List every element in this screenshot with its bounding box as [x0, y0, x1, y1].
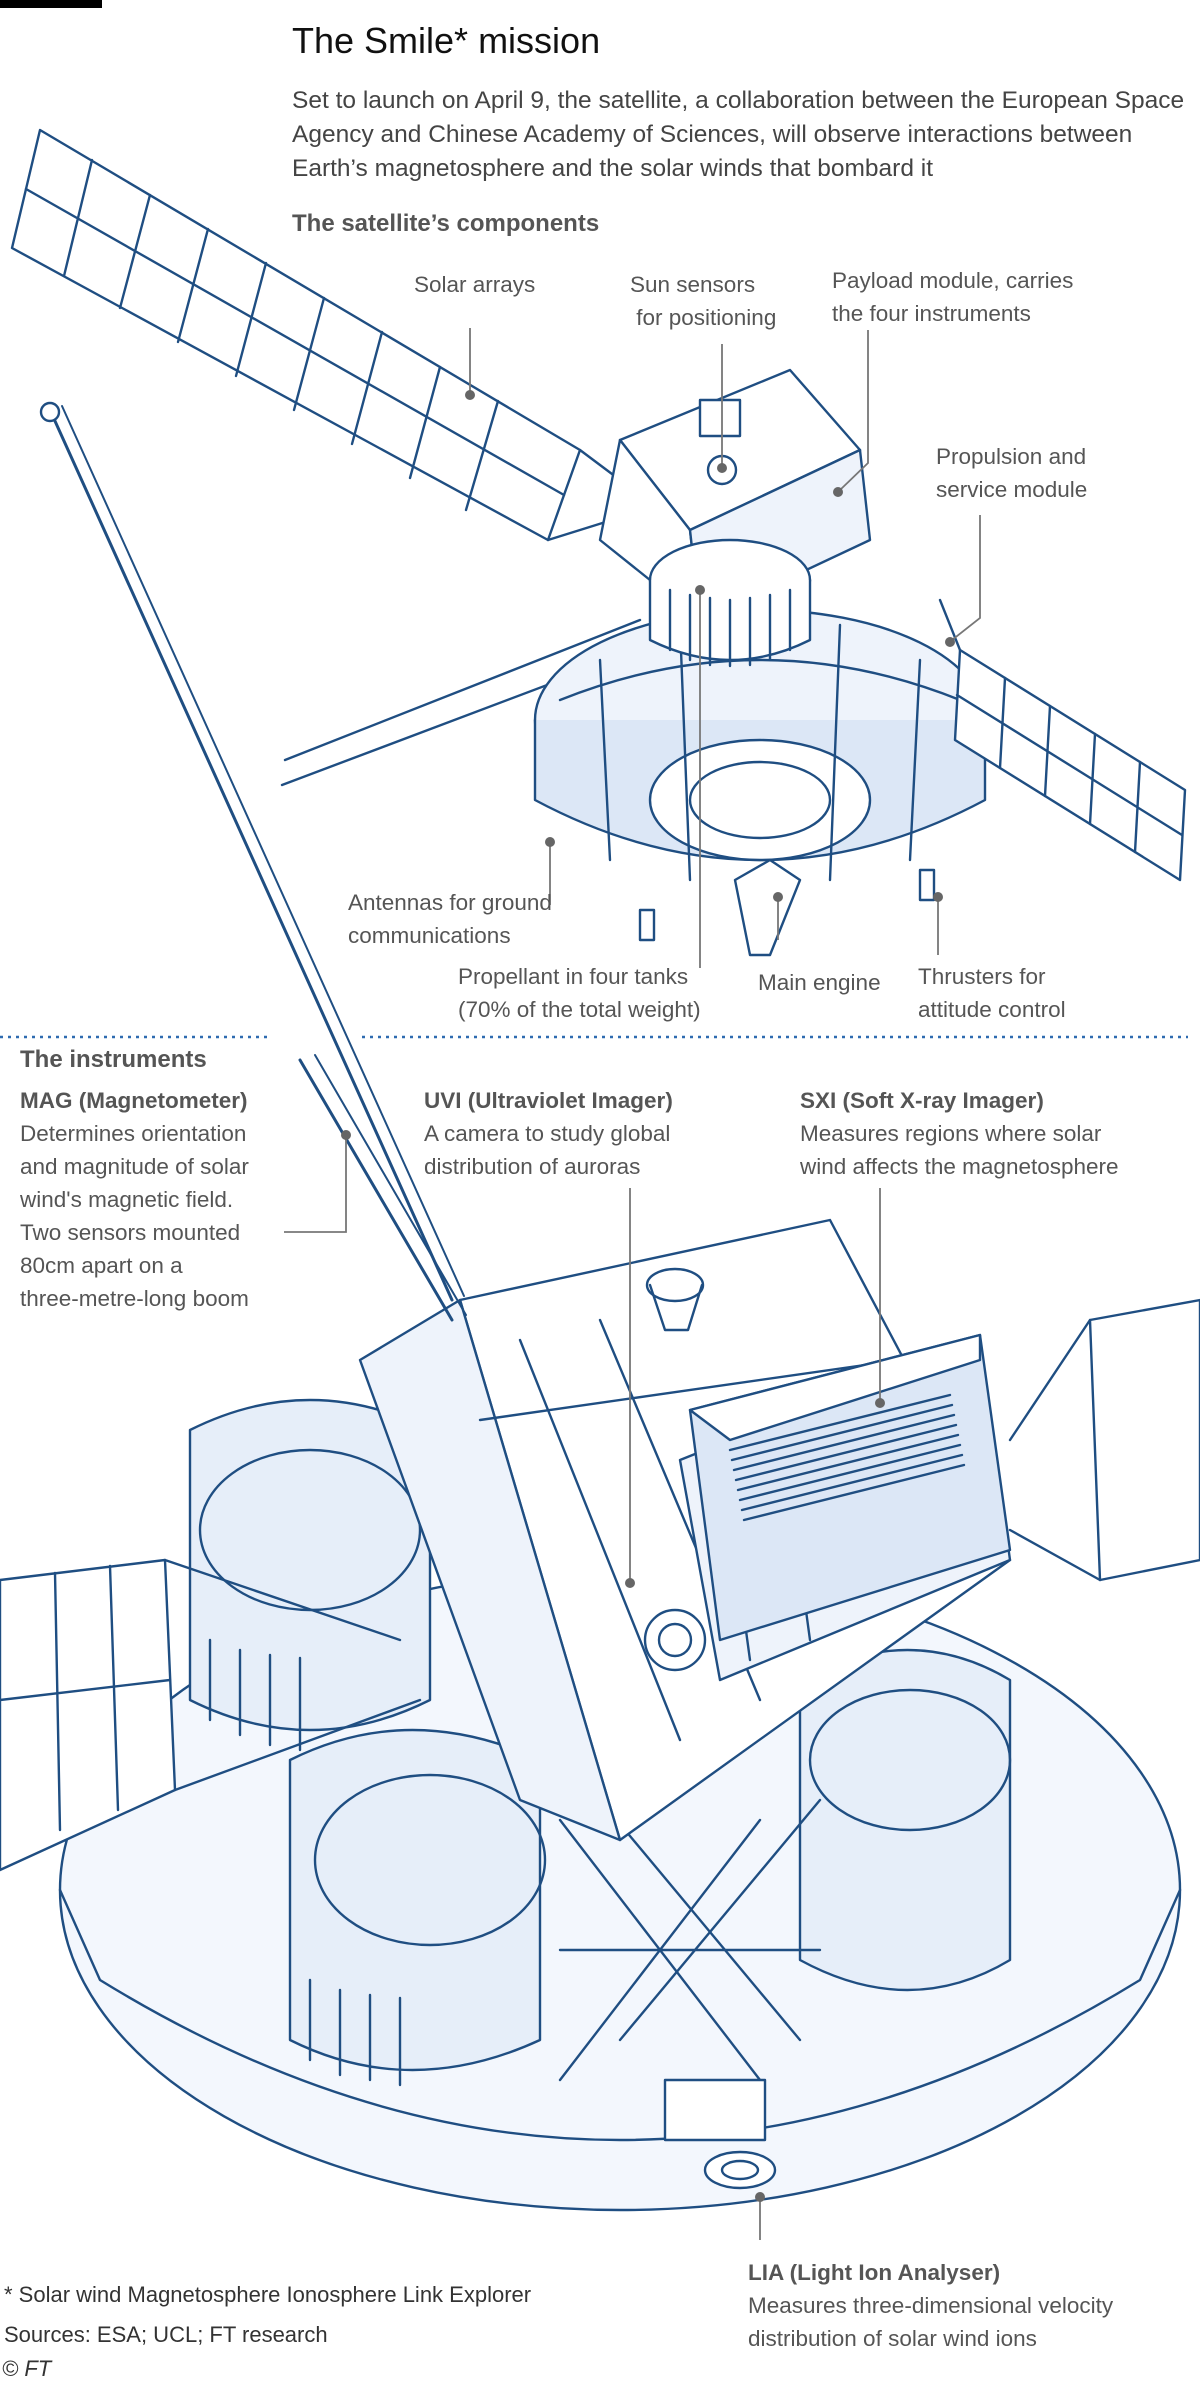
label-sun-sensors: Sun sensors for positioning — [630, 272, 777, 330]
sxi-description: Measures regions where solar wind affect… — [800, 1121, 1119, 1179]
mag-description: Determines orientation and magnitude of … — [20, 1121, 249, 1311]
footnote: * Solar wind Magnetosphere Ionosphere Li… — [4, 2282, 532, 2307]
uvi-description: A camera to study global distribution of… — [424, 1121, 671, 1179]
label-propellant: Propellant in four tanks (70% of the tot… — [458, 964, 701, 1022]
bottom-solar-array-right — [1008, 1298, 1200, 1582]
bottom-truss — [558, 1798, 822, 2082]
bottom-uvi-camera — [643, 1267, 707, 1672]
instrument-sxi: SXI (Soft X-ray Imager) Measures regions… — [800, 1084, 1119, 1183]
leader-dots — [341, 390, 955, 2202]
instrument-lia: LIA (Light Ion Analyser) Measures three-… — [748, 2256, 1113, 2355]
label-solar-arrays: Solar arrays — [414, 272, 536, 297]
instruments-heading: The instruments — [20, 1046, 207, 1073]
lia-name: LIA (Light Ion Analyser) — [748, 2260, 1001, 2285]
uvi-name: UVI (Ultraviolet Imager) — [424, 1088, 673, 1113]
bottom-lia-instrument — [663, 2078, 777, 2190]
page-title: The Smile* mission — [292, 20, 601, 61]
top-service-module — [533, 538, 987, 957]
copyright: © FT — [2, 2356, 52, 2381]
label-antennas: Antennas for ground communications — [348, 890, 552, 948]
sources: Sources: ESA; UCL; FT research — [4, 2322, 328, 2347]
intro-text: Set to launch on April 9, the satellite,… — [292, 87, 1185, 182]
ft-top-bar — [0, 0, 102, 8]
lia-description: Measures three-dimensional velocity dist… — [748, 2293, 1114, 2351]
leader-lines — [284, 328, 981, 2240]
bottom-boom — [298, 1054, 467, 1322]
bottom-sxi-instrument — [688, 1333, 1012, 1642]
top-solar-array-right — [938, 598, 1187, 882]
label-propulsion-module: Propulsion and service module — [936, 444, 1088, 502]
components-heading: The satellite’s components — [292, 210, 600, 237]
label-payload-module: Payload module, carries the four instrum… — [832, 268, 1074, 326]
mag-name: MAG (Magnetometer) — [20, 1088, 248, 1113]
top-solar-array-left — [10, 128, 622, 542]
instrument-uvi: UVI (Ultraviolet Imager) A camera to stu… — [424, 1084, 673, 1183]
label-main-engine: Main engine — [758, 970, 881, 995]
sxi-name: SXI (Soft X-ray Imager) — [800, 1088, 1044, 1113]
bottom-solar-array-left — [0, 1558, 422, 1872]
label-thrusters: Thrusters for attitude control — [918, 964, 1066, 1022]
bottom-tanks — [188, 1398, 1012, 2087]
instrument-mag: MAG (Magnetometer) Determines orientatio… — [20, 1084, 249, 1315]
